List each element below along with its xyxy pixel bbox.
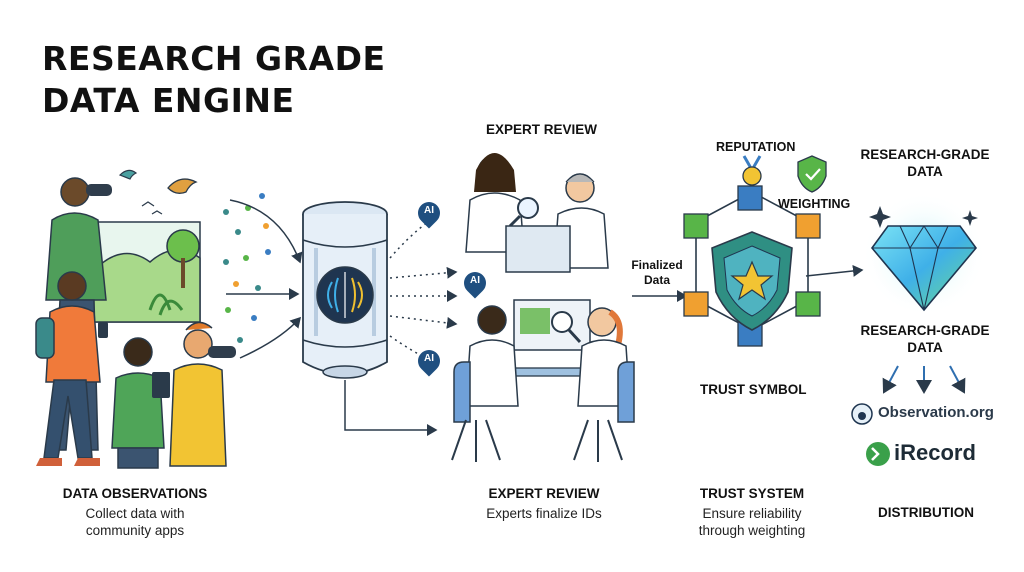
finalized-data-label: Finalized Data (631, 258, 683, 287)
trust-network (683, 185, 821, 347)
expert-review-desk (451, 299, 635, 462)
stage-heading: EXPERT REVIEW (488, 486, 600, 501)
irecord-logo-icon (866, 442, 890, 466)
trust-symbol-label: TRUST SYMBOL (700, 382, 807, 397)
irecord-brand: iRecord (894, 440, 976, 465)
shield-check-icon (797, 155, 827, 193)
stage-heading: DISTRIBUTION (878, 505, 974, 520)
stage-desc: Collect data with community apps (85, 506, 185, 538)
stage-heading: TRUST SYSTEM (699, 486, 805, 501)
weighting-label: WEIGHTING (778, 197, 851, 211)
stage-desc: Experts finalize IDs (486, 506, 602, 521)
landscape-scene (89, 221, 201, 323)
research-grade-top-label: RESEARCH-GRADE DATA (860, 147, 990, 179)
research-grade-mid-label: RESEARCH-GRADE DATA (860, 323, 990, 355)
stage-heading: DATA OBSERVATIONS (62, 486, 208, 501)
stage-trust-system: TRUST SYSTEM Ensure reliability through … (682, 486, 822, 539)
stage-desc: Ensure reliability through weighting (698, 506, 806, 538)
observer-phone (35, 271, 108, 466)
ai-badge-1-label: AI (424, 205, 434, 216)
diamond-icon (862, 192, 986, 316)
observer-binoculars-2 (169, 321, 236, 467)
observation-org-brand: Observation.org (878, 404, 994, 421)
ai-badge-2-label: AI (470, 275, 480, 286)
distribution-arrows (882, 365, 966, 394)
ai-badge-3-label: AI (424, 353, 434, 364)
data-particles (223, 193, 303, 359)
stage-distribution: DISTRIBUTION (862, 505, 990, 520)
stage-expert-review: EXPERT REVIEW Experts finalize IDs (470, 486, 618, 522)
title-line-2: DATA ENGINE (42, 81, 295, 120)
observation-org-logo-icon (851, 403, 873, 425)
trust-to-gem-arrow (805, 264, 864, 277)
bird-icon (118, 169, 198, 215)
expert-review-top-label: EXPERT REVIEW (486, 122, 598, 137)
stage-data-observations: DATA OBSERVATIONS Collect data with comm… (40, 486, 230, 539)
ai-processor-cylinder (302, 201, 388, 379)
reputation-medal-icon (742, 155, 762, 186)
observer-tablet (111, 337, 170, 469)
expert-review-top (465, 153, 609, 273)
page-title: RESEARCH GRADE DATA ENGINE (42, 38, 386, 122)
title-line-1: RESEARCH GRADE (42, 39, 386, 78)
reputation-label: REPUTATION (716, 140, 796, 154)
